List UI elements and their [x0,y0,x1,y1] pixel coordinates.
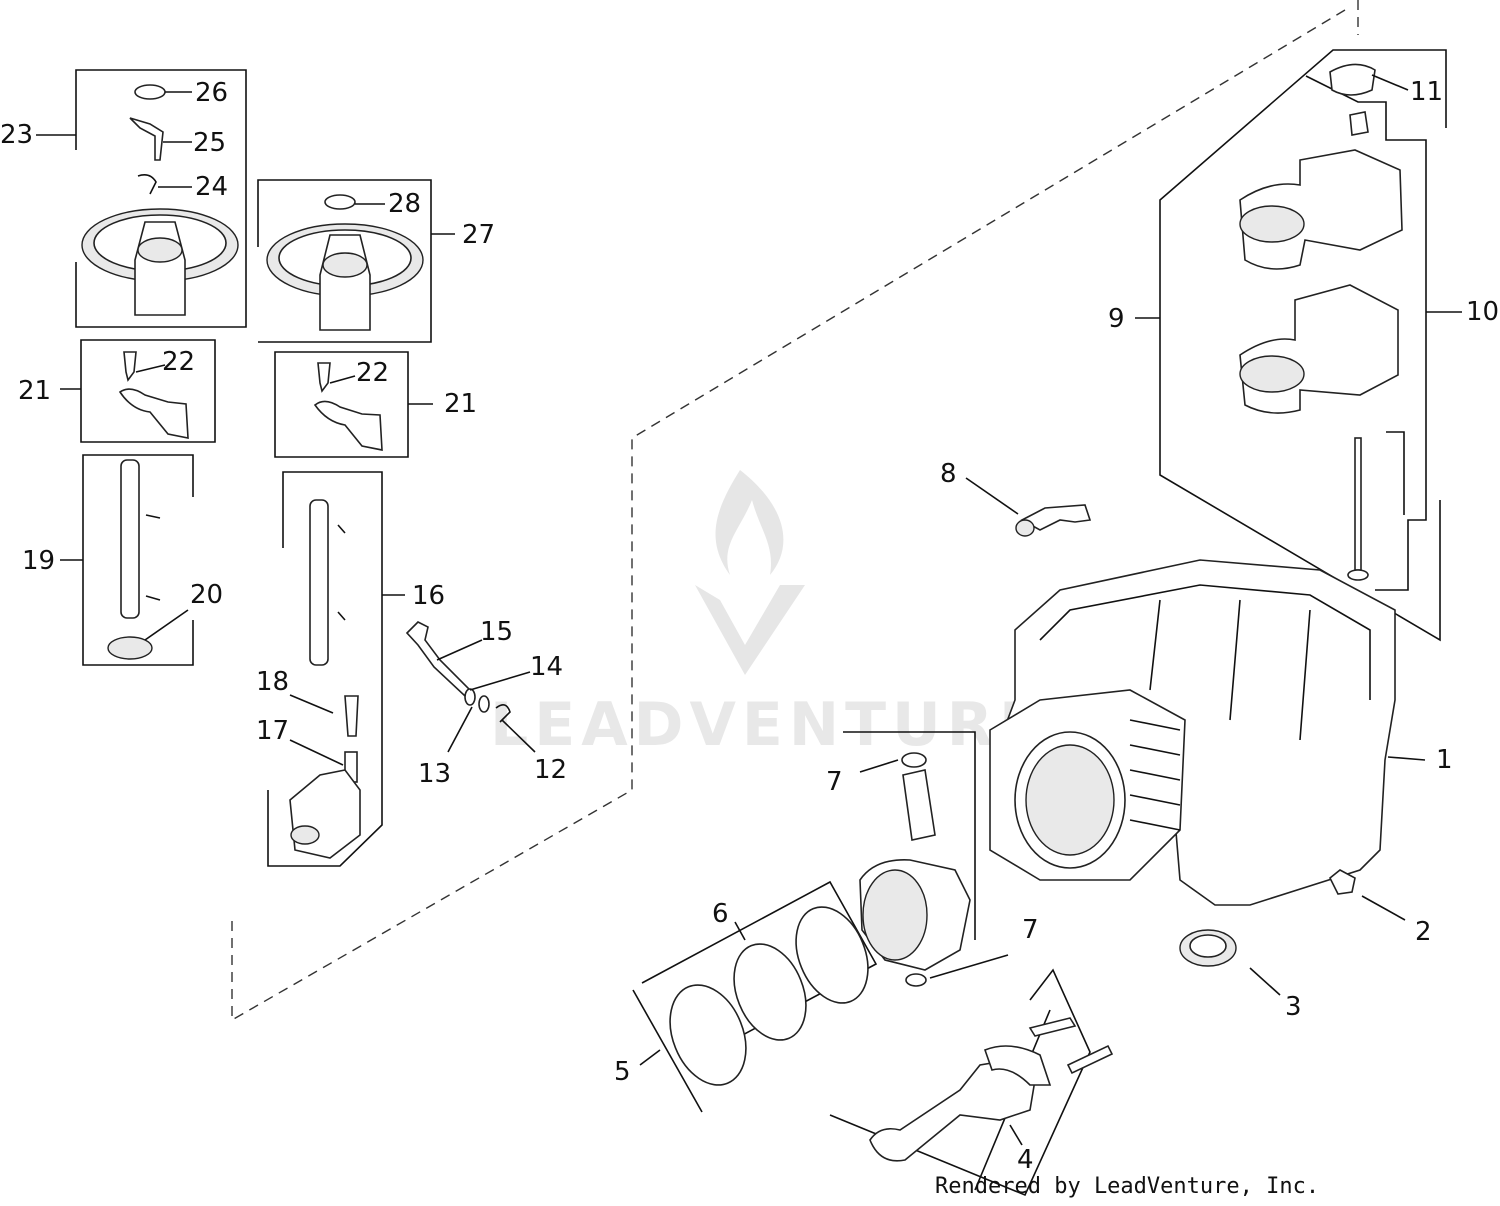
callout-13: 13 [418,759,451,789]
governor-lever-left [80,339,216,443]
callout-25: 25 [193,128,226,158]
callout-22b: 22 [356,358,389,388]
callout-22a: 22 [162,347,195,377]
callout-19: 19 [22,546,55,576]
callout-14: 14 [530,652,563,682]
callout-9: 9 [1108,304,1125,334]
oil-seal [1179,929,1237,967]
drain-plug [1328,869,1356,895]
piston-group [843,731,976,987]
governor-lever-right [274,351,409,458]
callout-1: 1 [1436,745,1453,775]
leader-lines [36,74,1462,1146]
callout-12: 12 [534,755,567,785]
callout-21a: 21 [18,376,51,406]
callout-5: 5 [614,1057,631,1087]
callout-28: 28 [388,189,421,219]
callout-11: 11 [1410,77,1443,107]
callout-18: 18 [256,667,289,697]
callout-4: 4 [1017,1145,1034,1175]
callout-17: 17 [256,716,289,746]
governor-gear-27 [257,179,432,343]
callout-2: 2 [1415,917,1432,947]
callout-10: 10 [1466,297,1499,327]
callout-labels: 1 2 3 4 5 6 7 7 8 9 10 11 12 13 14 15 16… [0,77,1499,1175]
callout-23: 23 [0,120,33,150]
callout-7a: 7 [826,767,843,797]
callout-21b: 21 [444,389,477,419]
leadventure-watermark: LEADVENTURE [490,470,1046,760]
piston-ring-set [632,880,878,1113]
crankcase [989,559,1396,906]
callout-16: 16 [412,581,445,611]
governor-gear-assembly [75,69,247,328]
oil-fill-part-8 [1015,504,1092,537]
connecting-rod [829,968,1114,1197]
breather-group [1159,49,1447,642]
callout-20: 20 [190,580,223,610]
callout-24: 24 [195,172,228,202]
callout-3: 3 [1285,992,1302,1022]
governor-shaft-16 [267,471,383,867]
governor-shaft-19 [82,454,194,666]
callout-8: 8 [940,459,957,489]
callout-15: 15 [480,617,513,647]
callout-6: 6 [712,899,729,929]
callout-26: 26 [195,78,228,108]
callout-7b: 7 [1022,915,1039,945]
render-credit: Rendered by LeadVenture, Inc. [935,1174,1319,1199]
group-boundary [231,0,1359,1022]
watermark-text: LEADVENTURE [490,690,1046,760]
callout-27: 27 [462,220,495,250]
